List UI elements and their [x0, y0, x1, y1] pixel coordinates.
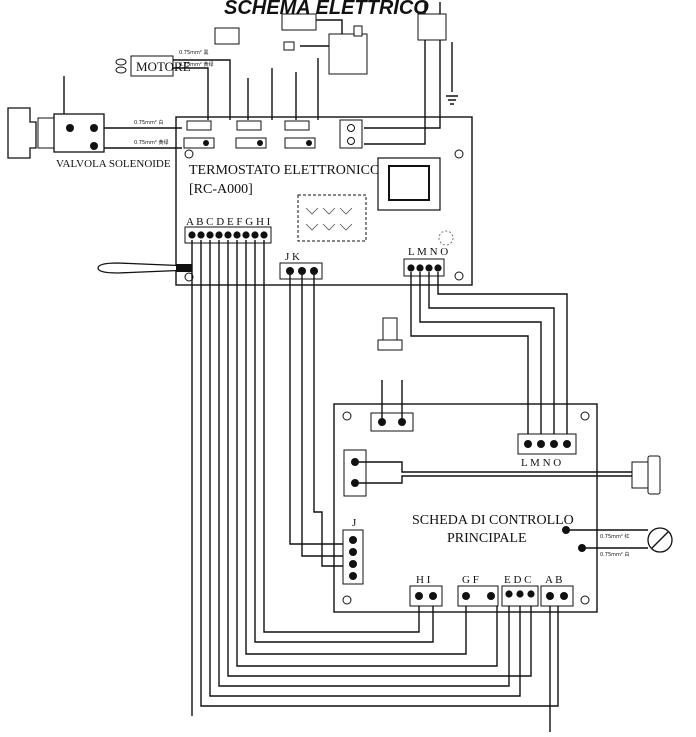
lmno-header-labels: L M N O [408, 246, 448, 258]
control-ab-labels: A B [545, 574, 562, 586]
inline-fuse [377, 317, 403, 351]
sensor-pin [224, 231, 232, 239]
jk-header-labels: J K [285, 251, 300, 263]
control-gf-labels: G F [462, 574, 479, 586]
temperature-probe [97, 262, 192, 274]
sensor-pin [233, 231, 241, 239]
motor-wire-tag-2: 0.75mm² 黄绿 [179, 61, 213, 68]
sensor-header-labels: A B C D E F G H I [186, 216, 271, 228]
diagram-title: SCHEMA ELETTRICO [224, 0, 429, 19]
control-j-label: J [352, 517, 357, 529]
thermostat-model: [RC-A000] [189, 182, 253, 197]
pump-motor: 0.75mm² 红 0.75mm² 白 [562, 526, 673, 558]
side-wire-tag-1: 0.75mm² 红 [600, 533, 629, 540]
sensor-pin [251, 231, 259, 239]
motor-label: MOTORE [136, 59, 191, 74]
rocker-switch [631, 455, 661, 495]
sensor-pin [260, 231, 268, 239]
control-board-label: SCHEDA DI CONTROLLO [412, 513, 574, 528]
control-hi-labels: H I [416, 574, 431, 586]
valve-label: VALVOLA SOLENOIDE [56, 158, 171, 170]
thermostat-label: TERMOSTATO ELETTRONICO [189, 163, 380, 178]
sensor-pin [215, 231, 223, 239]
control-board: SCHEDA DI CONTROLLO PRINCIPALE L M N O J… [333, 403, 598, 613]
thermostat-board: TERMOSTATO ELETTRONICO [RC-A000] A B C D… [175, 116, 473, 286]
sensor-pin [188, 231, 196, 239]
relay [281, 13, 368, 75]
valve-wire-tag-2: 0.75mm² 黄绿 [134, 139, 168, 146]
sensor-pin [206, 231, 214, 239]
side-wire-tag-2: 0.75mm² 白 [600, 551, 629, 558]
sensor-pin [242, 231, 250, 239]
motor: MOTORE 0.75mm² 黑 0.75mm² 黄绿 [115, 27, 240, 77]
sensor-pin [197, 231, 205, 239]
sensor-header-pins [188, 231, 268, 239]
control-lmno-labels: L M N O [521, 457, 561, 469]
valve-wire-tag-1: 0.75mm² 白 [134, 119, 163, 126]
motor-wire-tag-1: 0.75mm² 黑 [179, 50, 208, 56]
power-plug [417, 2, 458, 105]
wiring [104, 40, 632, 732]
control-edc-labels: E D C [504, 574, 532, 586]
solenoid-valve: 0.75mm² 白 0.75mm² 黄绿 VALVOLA SOLENOIDE [7, 76, 171, 170]
control-board-label-2: PRINCIPALE [447, 531, 527, 546]
